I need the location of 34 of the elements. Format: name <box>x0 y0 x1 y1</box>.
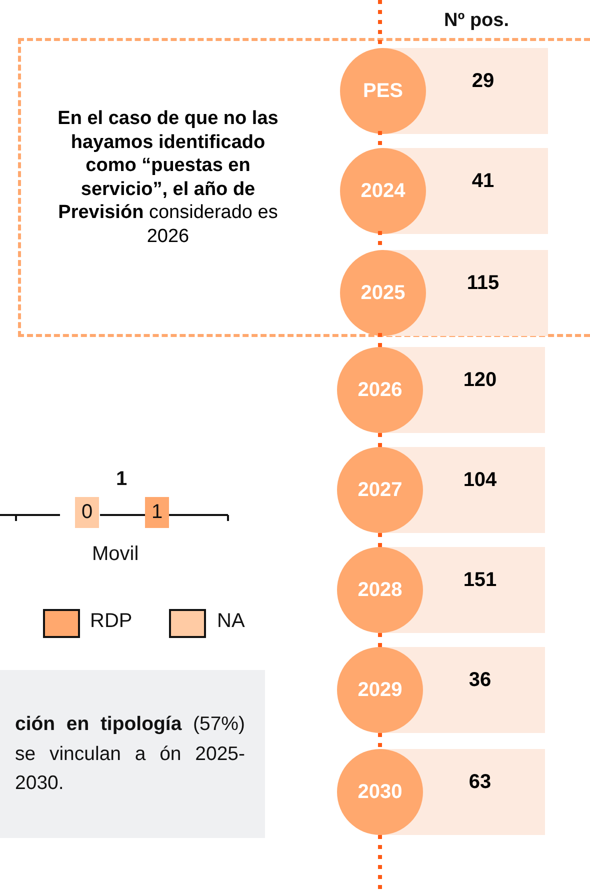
year-circle: 2025 <box>340 250 426 336</box>
position-count: 151 <box>463 569 497 592</box>
position-count: 115 <box>466 272 500 295</box>
position-count: 63 <box>468 771 492 794</box>
dotted-connector <box>378 433 382 447</box>
year-circle: 2029 <box>337 647 423 733</box>
year-circle: 2026 <box>337 347 423 433</box>
axis-category: Movil <box>92 543 139 566</box>
data-value: 0 <box>75 497 99 528</box>
position-count: 104 <box>463 469 497 492</box>
year-circle: 2030 <box>337 749 423 835</box>
position-count: 36 <box>468 669 492 692</box>
total-label: 1 <box>116 468 128 491</box>
year-circle: PES <box>340 48 426 134</box>
position-count: 29 <box>472 70 494 93</box>
column-header: Nº pos. <box>444 10 509 32</box>
dotted-connector <box>378 131 382 145</box>
position-count: 41 <box>472 170 494 193</box>
dotted-connector <box>378 0 382 45</box>
note-text: En el caso de que no las hayamos identificado como “puestas en servicio”, el año de Previsión considerado es 2026 <box>56 107 280 248</box>
data-value: 1 <box>145 497 169 528</box>
year-circle: 2024 <box>340 148 426 234</box>
legend-label: RDP <box>90 610 132 633</box>
dotted-connector <box>378 333 382 347</box>
dotted-connector <box>378 231 382 247</box>
dotted-connector <box>378 733 382 749</box>
dotted-connector <box>378 633 382 647</box>
dotted-connector <box>378 533 382 547</box>
position-count: 120 <box>463 369 497 392</box>
year-circle: 2027 <box>337 447 423 533</box>
summary-text: ción en tipología (57%) se vinculan a ón 2025-2030. <box>15 712 245 796</box>
dashed-region <box>18 38 590 337</box>
legend-label: NA <box>217 610 245 633</box>
year-circle: 2028 <box>337 547 423 633</box>
